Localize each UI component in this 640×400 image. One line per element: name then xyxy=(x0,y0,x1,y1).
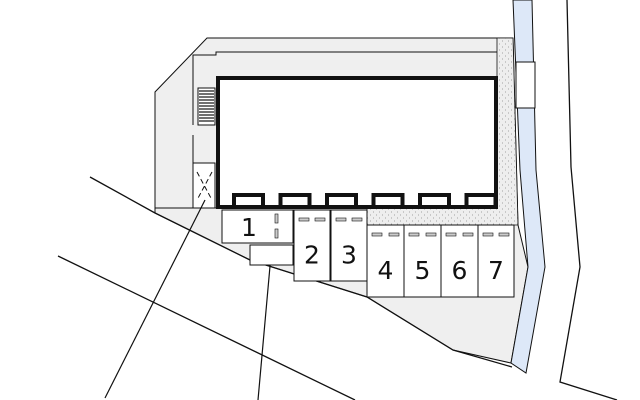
wheel-stop xyxy=(408,232,420,237)
stairs-icon xyxy=(197,87,216,126)
wheel-stop xyxy=(462,232,474,237)
wheel-stop xyxy=(298,217,310,222)
wheel-stop xyxy=(371,232,383,237)
parking-space-number: 4 xyxy=(378,256,394,285)
bridge xyxy=(515,61,536,109)
parking-space-1[interactable]: 1 xyxy=(221,209,294,244)
wheel-stop xyxy=(445,232,457,237)
wheel-stop xyxy=(274,228,279,239)
parking-space-number: 1 xyxy=(241,213,257,242)
wheel-stop xyxy=(274,213,279,224)
wheel-stop xyxy=(388,232,400,237)
parking-space-3[interactable]: 3 xyxy=(330,209,368,282)
parking-extra-box xyxy=(249,244,294,266)
wheel-stop xyxy=(314,217,326,222)
wheel-stop xyxy=(482,232,494,237)
entrance-marker-icon xyxy=(192,162,216,209)
parking-space-4[interactable]: 4 xyxy=(366,224,405,298)
parking-space-number: 7 xyxy=(488,256,504,285)
parking-space-7[interactable]: 7 xyxy=(477,224,515,298)
boundary-wall xyxy=(192,51,497,125)
building xyxy=(216,76,498,209)
parking-space-number: 6 xyxy=(452,256,468,285)
parking-space-5[interactable]: 5 xyxy=(403,224,442,298)
wheel-stop xyxy=(425,232,437,237)
parking-space-2[interactable]: 2 xyxy=(293,209,331,282)
parking-space-6[interactable]: 6 xyxy=(440,224,479,298)
road-edge-right xyxy=(559,0,618,400)
leader-line xyxy=(257,254,272,400)
parking-space-number: 2 xyxy=(304,241,320,270)
wheel-stop xyxy=(351,217,363,222)
wheel-stop xyxy=(498,232,510,237)
parking-space-number: 3 xyxy=(341,241,357,270)
wheel-stop xyxy=(335,217,347,222)
road-edge-lower xyxy=(57,255,356,400)
leader-line xyxy=(104,199,206,399)
parking-space-number: 5 xyxy=(415,256,431,285)
